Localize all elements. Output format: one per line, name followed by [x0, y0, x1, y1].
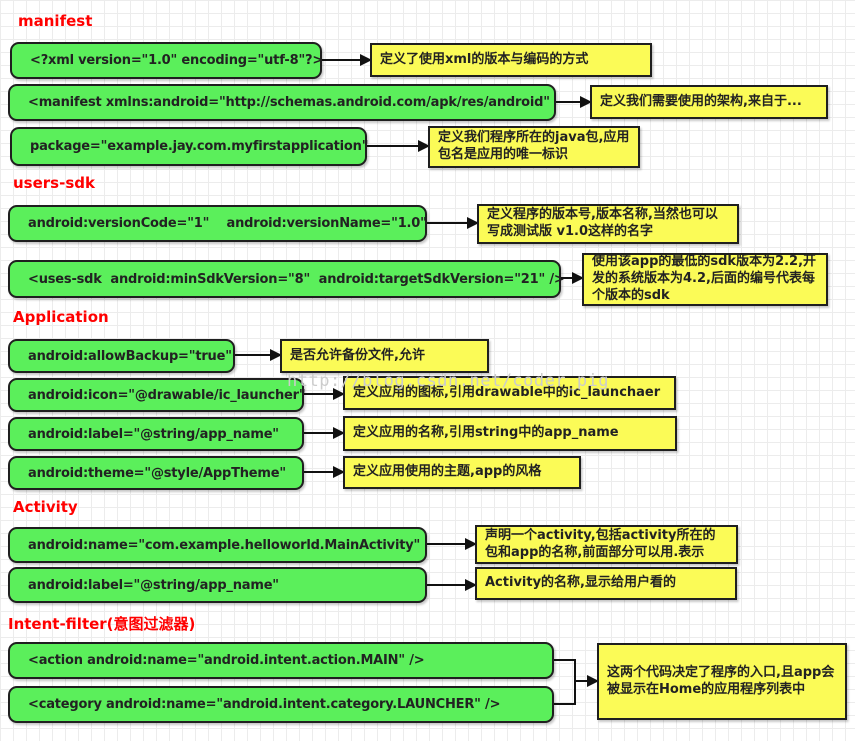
note-box-package: 定义我们程序所在的java包,应用包名是应用的唯一标识 — [428, 126, 640, 168]
arrow-icon — [427, 538, 477, 550]
arrow-icon — [427, 579, 477, 591]
code-box-allow-backup: android:allowBackup="true" — [8, 339, 235, 373]
arrow-icon — [556, 96, 592, 108]
section-header-application: Application — [13, 308, 109, 326]
code-box-version: android:versionCode="1" android:versionN… — [8, 205, 427, 242]
code-box-activity-label: android:label="@string/app_name" — [8, 567, 427, 603]
code-box-icon: android:icon="@drawable/ic_launcher" — [8, 378, 306, 412]
arrow-icon — [304, 427, 345, 439]
code-box-xml-declaration: <?xml version="1.0" encoding="utf-8"?> — [10, 42, 323, 79]
code-box-manifest-xmlns: <manifest xmlns:android="http://schemas.… — [8, 84, 556, 121]
arrow-icon — [561, 272, 584, 284]
arrow-icon — [304, 388, 345, 400]
connector-line — [574, 659, 576, 705]
arrow-icon — [576, 675, 599, 687]
section-header-intent-filter: Intent-filter(意图过滤器) — [8, 615, 196, 633]
code-box-theme: android:theme="@style/AppTheme" — [8, 456, 304, 490]
code-box-uses-sdk: <uses-sdk android:minSdkVersion="8" andr… — [8, 260, 565, 298]
arrow-icon — [427, 217, 479, 229]
note-box-theme: 定义应用使用的主题,app的风格 — [343, 456, 581, 489]
code-box-intent-category: <category android:name="android.intent.c… — [8, 686, 554, 723]
section-header-manifest: manifest — [18, 12, 93, 30]
code-box-activity-name: android:name="com.example.helloworld.Mai… — [8, 527, 427, 563]
note-box-manifest-xmlns: 定义我们需要使用的架构,来自于... — [590, 85, 828, 119]
note-box-version: 定义程序的版本号,版本名称,当然也可以写成测试版 v1.0这样的名字 — [477, 204, 739, 244]
arrow-icon — [235, 349, 282, 361]
note-box-icon: 定义应用的图标,引用drawable中的ic_launchaer — [343, 376, 676, 410]
section-header-users-sdk: users-sdk — [13, 174, 95, 192]
code-box-intent-action: <action android:name="android.intent.act… — [8, 642, 554, 679]
note-box-allow-backup: 是否允许备份文件,允许 — [280, 339, 489, 373]
note-box-intent-filter: 这两个代码决定了程序的入口,且app会被显示在Home的应用程序列表中 — [597, 643, 847, 720]
note-box-uses-sdk: 使用该app的最低的sdk版本为2.2,开发的系统版本为4.2,后面的编号代表每… — [582, 253, 828, 306]
note-box-activity-name: 声明一个activity,包括activity所在的包和app的名称,前面部分可… — [475, 525, 738, 564]
note-box-activity-label: Activity的名称,显示给用户看的 — [475, 567, 737, 600]
arrow-icon — [367, 140, 430, 152]
connector-line — [554, 703, 576, 705]
section-header-activity: Activity — [13, 498, 78, 516]
code-box-package: package="example.jay.com.myfirstapplicat… — [10, 127, 368, 166]
note-box-xml-declaration: 定义了使用xml的版本与编码的方式 — [370, 43, 652, 77]
code-box-app-label: android:label="@string/app_name" — [8, 417, 304, 451]
connector-line — [554, 659, 576, 661]
arrow-icon — [322, 54, 372, 66]
note-box-app-label: 定义应用的名称,引用string中的app_name — [343, 416, 677, 451]
arrow-icon — [304, 466, 345, 478]
